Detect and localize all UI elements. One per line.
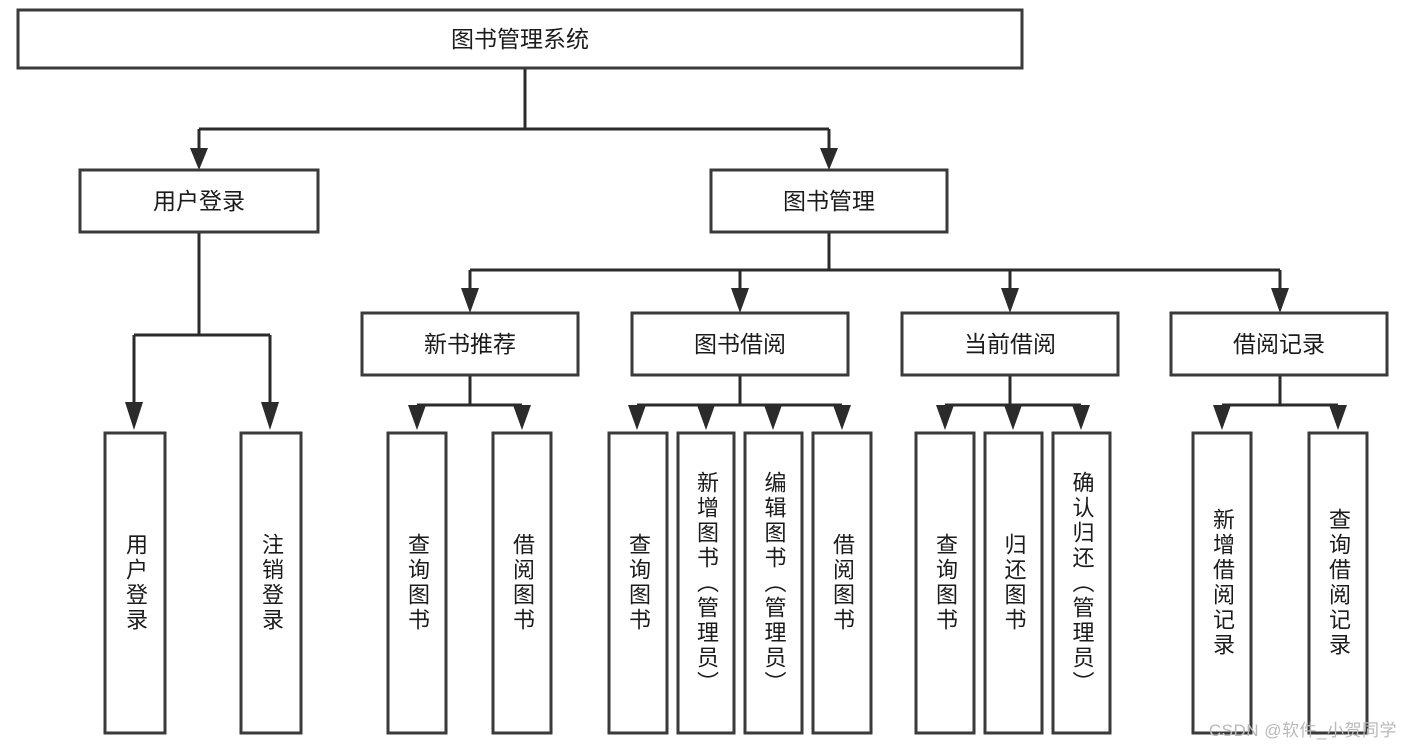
leaf-box-borrow-book-1[interactable] xyxy=(491,431,553,735)
arrow-head-icon xyxy=(1072,405,1090,430)
leaf-box-logout[interactable] xyxy=(239,431,303,735)
node-current-borrow[interactable]: 当前借阅 xyxy=(900,311,1120,377)
arrow-head-icon xyxy=(190,148,208,170)
watermark-text: CSDN @软件_小贺同学 xyxy=(1208,721,1397,740)
node-book-management-label: 图书管理 xyxy=(783,188,875,214)
node-borrow-record[interactable]: 借阅记录 xyxy=(1169,311,1389,377)
arrow-head-icon xyxy=(1213,405,1231,430)
arrow-head-icon xyxy=(1001,288,1019,313)
leaf-box-borrow-book-2[interactable] xyxy=(811,431,873,735)
node-current-borrow-label: 当前借阅 xyxy=(964,331,1056,357)
leaf-box-return-book[interactable] xyxy=(983,431,1044,735)
node-book-management[interactable]: 图书管理 xyxy=(709,168,949,234)
arrow-head-icon xyxy=(1329,405,1347,430)
leaf-box-query-book-2[interactable] xyxy=(607,431,669,735)
node-borrow-record-box[interactable] xyxy=(1169,311,1389,377)
node-root[interactable]: 图书管理系统 xyxy=(16,8,1024,70)
leaf-box-edit-book[interactable] xyxy=(743,431,804,735)
arrow-head-icon xyxy=(261,402,279,430)
arrow-head-icon xyxy=(628,405,646,430)
connector-group xyxy=(125,68,1347,430)
arrow-head-icon xyxy=(1271,288,1289,313)
leaf-box-query-book-1[interactable] xyxy=(386,431,448,735)
arrow-head-icon xyxy=(764,405,782,430)
arrow-head-icon xyxy=(461,288,479,313)
arrow-head-icon xyxy=(820,148,838,170)
leaf-box-query-record[interactable] xyxy=(1307,431,1369,735)
node-new-book-recommend-label: 新书推荐 xyxy=(424,331,516,357)
node-book-borrow-box[interactable] xyxy=(630,311,850,377)
node-root-label: 图书管理系统 xyxy=(451,26,589,52)
leaf-box-user-login[interactable] xyxy=(103,431,167,735)
arrow-head-icon xyxy=(936,405,954,430)
arrow-head-icon xyxy=(697,405,715,430)
node-user-login-box[interactable] xyxy=(78,168,320,234)
leaf-box-query-book-3[interactable] xyxy=(914,431,976,735)
arrow-head-icon xyxy=(408,405,426,430)
leaf-box-add-book[interactable] xyxy=(676,431,736,735)
node-root-box[interactable] xyxy=(16,8,1024,70)
leaf-box-confirm-return[interactable] xyxy=(1051,431,1112,735)
arrow-head-icon xyxy=(731,288,749,313)
node-book-management-box[interactable] xyxy=(709,168,949,234)
node-book-borrow[interactable]: 图书借阅 xyxy=(630,311,850,377)
node-new-book-recommend[interactable]: 新书推荐 xyxy=(360,311,580,377)
node-book-borrow-label: 图书借阅 xyxy=(694,331,786,357)
arrow-head-icon xyxy=(1004,405,1022,430)
node-new-book-recommend-box[interactable] xyxy=(360,311,580,377)
node-user-login[interactable]: 用户登录 xyxy=(78,168,320,234)
arrow-head-icon xyxy=(513,405,531,430)
arrow-head-icon xyxy=(125,402,143,430)
node-current-borrow-box[interactable] xyxy=(900,311,1120,377)
node-user-login-label: 用户登录 xyxy=(153,188,245,214)
leaf-box-add-record[interactable] xyxy=(1191,431,1253,735)
leaf-box-group xyxy=(103,431,1369,735)
node-borrow-record-label: 借阅记录 xyxy=(1233,331,1325,357)
arrow-head-icon xyxy=(833,405,851,430)
